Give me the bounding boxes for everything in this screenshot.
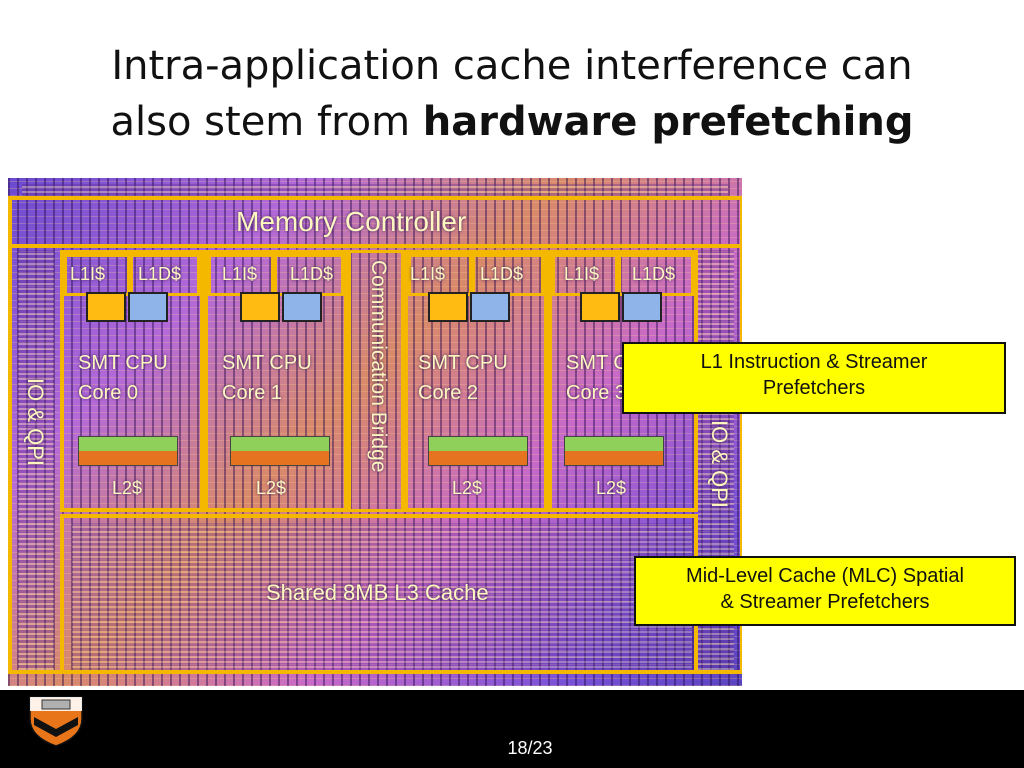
mlc-prefetchers-callout: Mid-Level Cache (MLC) Spatial & Streamer… <box>634 556 1016 626</box>
io-qpi-left-label: IO & QPI <box>23 378 48 467</box>
l1-callout-line1: L1 Instruction & Streamer <box>700 351 928 373</box>
core-2-name-line2: Core 2 <box>418 382 479 404</box>
core-2-l1i-block <box>428 292 468 322</box>
core-2-l2-label: L2$ <box>452 478 483 498</box>
core-0-l2-block <box>78 436 178 466</box>
processor-die-image: Memory Controller IO & QPI IO & QPI Comm… <box>8 178 742 686</box>
core-0-l2-label: L2$ <box>112 478 143 498</box>
shared-l3-label: Shared 8MB L3 Cache <box>266 580 489 605</box>
title-line-2-prefix: also stem from <box>110 99 423 145</box>
core-0-region <box>60 250 204 512</box>
slide-footer <box>0 690 1024 768</box>
die-texture-left <box>18 250 54 670</box>
l1-callout-line2: Prefetchers <box>762 377 866 399</box>
mlc-callout-line2: & Streamer Prefetchers <box>720 591 930 613</box>
page-number: 18/23 <box>507 738 553 758</box>
core-0-l1d-label: L1D$ <box>138 264 182 284</box>
core-0-name-line2: Core 0 <box>78 382 139 404</box>
communication-bridge-label: Communication Bridge <box>367 260 390 473</box>
princeton-shield-icon <box>29 696 83 747</box>
communication-bridge-region <box>348 250 404 512</box>
core-1-name-line1: SMT CPU <box>222 352 312 374</box>
memory-controller-label: Memory Controller <box>236 206 467 237</box>
core-1-name-line2: Core 1 <box>222 382 283 404</box>
core-3-l1i-block <box>580 292 620 322</box>
title-line-1: Intra-application cache interference can <box>111 43 913 89</box>
core-0-name-line1: SMT CPU <box>78 352 168 374</box>
core-2-l2-block <box>428 436 528 466</box>
core-3-l1i-label: L1I$ <box>564 264 600 284</box>
memory-controller-region <box>8 196 742 248</box>
die-texture-top <box>22 184 728 198</box>
core-1-name: SMT CPU Core 1 <box>222 348 312 408</box>
core-1-l1d-block <box>282 292 322 322</box>
core-1-l2-block <box>230 436 330 466</box>
io-qpi-right-label: IO & QPI <box>707 420 732 509</box>
die-texture-l3 <box>72 523 692 673</box>
core-3-l1d-label: L1D$ <box>632 264 676 284</box>
core-1-l1i-label: L1I$ <box>222 264 258 284</box>
core-1-l1i-block <box>240 292 280 322</box>
core-2-l1d-label: L1D$ <box>480 264 524 284</box>
core-3-l2-label: L2$ <box>596 478 627 498</box>
title-line-2-bold: hardware prefetching <box>422 99 914 145</box>
core-0-l1i-block <box>86 292 126 322</box>
core-2-name: SMT CPU Core 2 <box>418 348 508 408</box>
core-0-name: SMT CPU Core 0 <box>78 348 168 408</box>
mlc-callout-line1: Mid-Level Cache (MLC) Spatial <box>686 565 964 587</box>
core-1-l2-label: L2$ <box>256 478 287 498</box>
core-0-l1d-block <box>128 292 168 322</box>
core-3-name-line2: Core 3 <box>566 382 627 404</box>
core-2-l1d-block <box>470 292 510 322</box>
l1-prefetchers-callout: L1 Instruction & Streamer Prefetchers <box>622 342 1006 414</box>
core-2-l1i-label: L1I$ <box>410 264 446 284</box>
core-1-l1d-label: L1D$ <box>290 264 334 284</box>
core-1-region <box>204 250 348 512</box>
slide-title: Intra-application cache interference can… <box>0 38 1024 150</box>
core-3-l1d-block <box>622 292 662 322</box>
core-3-l2-block <box>564 436 664 466</box>
core-2-name-line1: SMT CPU <box>418 352 508 374</box>
title-line-2: also stem from hardware prefetching <box>0 94 1024 150</box>
core-2-region <box>404 250 548 512</box>
core-0-l1i-label: L1I$ <box>70 264 106 284</box>
